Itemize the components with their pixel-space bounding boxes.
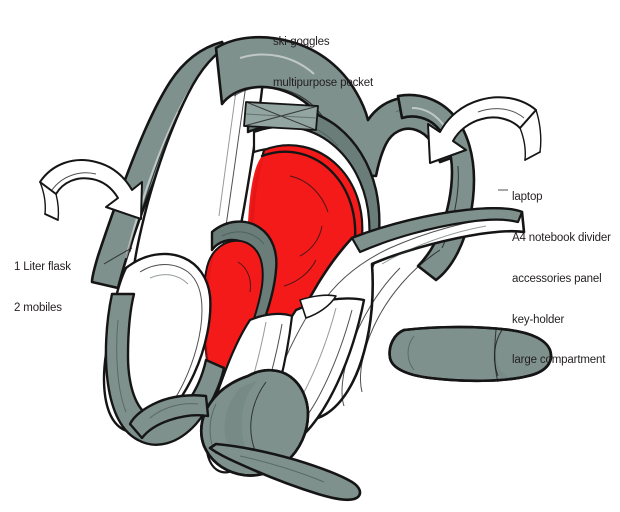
right-callout-line-4: key-holder [512,313,565,326]
right-callout-line-3: accessories panel [512,272,602,285]
top-callout-line-2: multipurpose pocket [273,76,374,89]
key-holder-tab [299,294,337,319]
right-callout: laptop A4 notebook divider accessories p… [512,164,611,395]
right-callout-line-1: laptop [512,191,543,204]
right-callout-line-2: A4 notebook divider [512,231,611,244]
right-strap-seam [494,329,499,383]
left-callout-line-2: 2 mobiles [14,301,62,314]
left-callout-line-1: 1 Liter flask [14,261,71,274]
bottom-tail-strap [208,442,362,502]
left-callout: 1 Liter flask 2 mobiles [14,234,71,343]
right-curved-arrow [427,96,542,164]
waist-strap-left-arm [128,394,210,440]
right-horizontal-strap [388,325,553,383]
top-callout-line-1: ski-goggles [273,36,330,49]
laptop-flap-top-edge [350,207,524,254]
left-callout-leader [103,247,133,265]
top-callout: ski-goggles multipurpose pocket [273,9,373,118]
right-callout-line-5: large compartment [512,354,606,367]
left-curved-arrow [39,159,143,221]
x-stitch-patch [243,101,319,131]
